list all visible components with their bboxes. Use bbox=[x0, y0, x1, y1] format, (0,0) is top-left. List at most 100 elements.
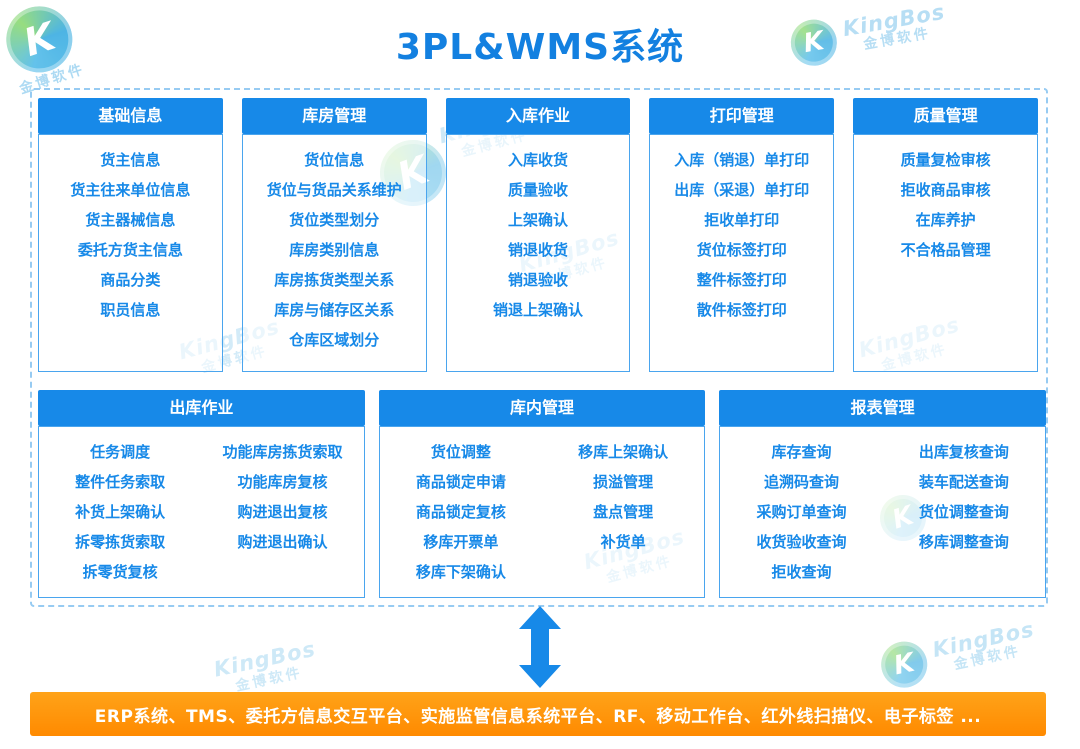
module-item: 库房与储存区关系 bbox=[274, 301, 395, 319]
module-item: 移库调整查询 bbox=[918, 533, 1009, 551]
module-group: 报表管理库存查询追溯码查询采购订单查询收货验收查询拒收查询出库复核查询装车配送查… bbox=[719, 390, 1046, 598]
module-item: 出库复核查询 bbox=[918, 443, 1009, 461]
module-body: 货位信息货位与货品关系维护货位类型划分库房类别信息库房拣货类型关系库房与储存区关… bbox=[241, 134, 427, 372]
module-item: 追溯码查询 bbox=[763, 473, 839, 491]
module-column: 功能库房拣货索取功能库房复核购进退出复核购进退出确认 bbox=[201, 437, 363, 597]
module-header: 质量管理 bbox=[853, 98, 1038, 134]
module-column: 任务调度整件任务索取补货上架确认拆零拣货索取拆零货复核 bbox=[39, 437, 201, 597]
module-item: 拒收查询 bbox=[771, 563, 832, 581]
module-body: 任务调度整件任务索取补货上架确认拆零拣货索取拆零货复核功能库房拣货索取功能库房复… bbox=[38, 426, 365, 598]
module-item: 销退验收 bbox=[507, 271, 568, 289]
module-item: 移库上架确认 bbox=[578, 443, 669, 461]
module-item: 补货单 bbox=[600, 533, 646, 551]
module-item: 库房类别信息 bbox=[289, 241, 380, 259]
module-column: 出库复核查询装车配送查询货位调整查询移库调整查询 bbox=[883, 437, 1045, 597]
module-item: 货位信息 bbox=[304, 151, 365, 169]
module-item: 货主信息 bbox=[100, 151, 161, 169]
module-body: 货位调整商品锁定申请商品锁定复核移库开票单移库下架确认移库上架确认损溢管理盘点管… bbox=[378, 426, 706, 598]
module-item: 商品分类 bbox=[100, 271, 161, 289]
module-item: 任务调度 bbox=[90, 443, 151, 461]
module-item: 货主器械信息 bbox=[85, 211, 176, 229]
module-item: 采购订单查询 bbox=[756, 503, 847, 521]
module-item: 质量复检审核 bbox=[900, 151, 991, 169]
module-item: 损溢管理 bbox=[593, 473, 654, 491]
kingbos-cn-label: 金博软件 bbox=[952, 643, 1023, 673]
module-item: 库存查询 bbox=[771, 443, 832, 461]
module-group: 基础信息货主信息货主往来单位信息货主器械信息委托方货主信息商品分类职员信息 bbox=[38, 98, 223, 372]
page-title: 3PL&WMS系统 bbox=[395, 27, 685, 68]
module-item: 销退收货 bbox=[507, 241, 568, 259]
module-group: 库房管理货位信息货位与货品关系维护货位类型划分库房类别信息库房拣货类型关系库房与… bbox=[241, 98, 427, 372]
module-column: 移库上架确认损溢管理盘点管理补货单 bbox=[542, 437, 704, 597]
module-header: 库内管理 bbox=[378, 390, 706, 426]
module-group: 出库作业任务调度整件任务索取补货上架确认拆零拣货索取拆零货复核功能库房拣货索取功… bbox=[38, 390, 365, 598]
module-item: 拆零拣货索取 bbox=[75, 533, 166, 551]
external-systems-text: ERP系统、TMS、委托方信息交互平台、实施监管信息系统平台、RF、移动工作台、… bbox=[94, 706, 982, 727]
module-item: 在库养护 bbox=[915, 211, 976, 229]
module-column: 库存查询追溯码查询采购订单查询收货验收查询拒收查询 bbox=[720, 437, 882, 597]
modules-row-1: 基础信息货主信息货主往来单位信息货主器械信息委托方货主信息商品分类职员信息库房管… bbox=[38, 98, 1038, 372]
module-item: 出库（采退）单打印 bbox=[674, 181, 810, 199]
module-item: 拒收单打印 bbox=[704, 211, 780, 229]
kingbos-logo-icon: K bbox=[876, 637, 932, 692]
module-body: 质量复检审核拒收商品审核在库养护不合格品管理 bbox=[853, 134, 1038, 372]
module-item: 散件标签打印 bbox=[696, 301, 787, 319]
module-item: 货主往来单位信息 bbox=[70, 181, 191, 199]
module-group: 质量管理质量复检审核拒收商品审核在库养护不合格品管理 bbox=[853, 98, 1038, 372]
module-item: 货位与货品关系维护 bbox=[266, 181, 402, 199]
kingbos-name-label: KingBos bbox=[211, 636, 318, 682]
module-group: 入库作业入库收货质量验收上架确认销退收货销退验收销退上架确认 bbox=[445, 98, 631, 372]
external-systems-bar: ERP系统、TMS、委托方信息交互平台、实施监管信息系统平台、RF、移动工作台、… bbox=[30, 692, 1046, 736]
bidirectional-arrow-icon bbox=[516, 606, 564, 688]
module-item: 销退上架确认 bbox=[492, 301, 583, 319]
module-column: 货位调整商品锁定申请商品锁定复核移库开票单移库下架确认 bbox=[380, 437, 542, 597]
module-item: 入库（销退）单打印 bbox=[674, 151, 810, 169]
module-item: 功能库房拣货索取 bbox=[222, 443, 343, 461]
module-item: 拆零货复核 bbox=[82, 563, 158, 581]
module-header: 库房管理 bbox=[241, 98, 427, 134]
module-body: 入库收货质量验收上架确认销退收货销退验收销退上架确认 bbox=[445, 134, 631, 372]
module-body: 货主信息货主往来单位信息货主器械信息委托方货主信息商品分类职员信息 bbox=[38, 134, 223, 372]
module-header: 出库作业 bbox=[38, 390, 365, 426]
module-item: 整件任务索取 bbox=[75, 473, 166, 491]
module-header: 基础信息 bbox=[38, 98, 223, 134]
kingbos-cn-label: 金博软件 bbox=[234, 664, 305, 695]
module-item: 委托方货主信息 bbox=[77, 241, 183, 259]
module-item: 装车配送查询 bbox=[918, 473, 1009, 491]
module-item: 移库下架确认 bbox=[415, 563, 506, 581]
module-item: 货位调整 bbox=[430, 443, 491, 461]
module-item: 商品锁定复核 bbox=[415, 503, 506, 521]
module-item: 功能库房复核 bbox=[237, 473, 328, 491]
module-item: 入库收货 bbox=[507, 151, 568, 169]
module-item: 货位类型划分 bbox=[289, 211, 380, 229]
module-item: 盘点管理 bbox=[593, 503, 654, 521]
module-header: 入库作业 bbox=[445, 98, 631, 134]
module-header: 打印管理 bbox=[649, 98, 835, 134]
module-item: 移库开票单 bbox=[423, 533, 499, 551]
module-item: 购进退出确认 bbox=[237, 533, 328, 551]
module-item: 补货上架确认 bbox=[75, 503, 166, 521]
module-item: 商品锁定申请 bbox=[415, 473, 506, 491]
kingbos-name-label: KingBos bbox=[930, 616, 1037, 662]
module-item: 质量验收 bbox=[507, 181, 568, 199]
module-item: 整件标签打印 bbox=[696, 271, 787, 289]
module-body: 库存查询追溯码查询采购订单查询收货验收查询拒收查询出库复核查询装车配送查询货位调… bbox=[719, 426, 1046, 598]
module-group: 库内管理货位调整商品锁定申请商品锁定复核移库开票单移库下架确认移库上架确认损溢管… bbox=[378, 390, 706, 598]
module-item: 货位调整查询 bbox=[918, 503, 1009, 521]
module-item: 拒收商品审核 bbox=[900, 181, 991, 199]
module-item: 购进退出复核 bbox=[237, 503, 328, 521]
module-item: 货位标签打印 bbox=[696, 241, 787, 259]
system-boundary bbox=[30, 88, 1048, 607]
module-item: 库房拣货类型关系 bbox=[274, 271, 395, 289]
module-group: 打印管理入库（销退）单打印出库（采退）单打印拒收单打印货位标签打印整件标签打印散… bbox=[649, 98, 835, 372]
kingbos-watermark: K KingBos 金博软件 bbox=[876, 614, 1041, 692]
module-header: 报表管理 bbox=[719, 390, 1046, 426]
module-item: 职员信息 bbox=[100, 301, 161, 319]
module-item: 上架确认 bbox=[507, 211, 568, 229]
module-item: 仓库区域划分 bbox=[289, 331, 380, 349]
module-body: 入库（销退）单打印出库（采退）单打印拒收单打印货位标签打印整件标签打印散件标签打… bbox=[649, 134, 835, 372]
kingbos-watermark: KingBos 金博软件 bbox=[211, 636, 322, 699]
module-item: 不合格品管理 bbox=[900, 241, 991, 259]
modules-row-2: 出库作业任务调度整件任务索取补货上架确认拆零拣货索取拆零货复核功能库房拣货索取功… bbox=[38, 390, 1046, 598]
module-item: 收货验收查询 bbox=[756, 533, 847, 551]
